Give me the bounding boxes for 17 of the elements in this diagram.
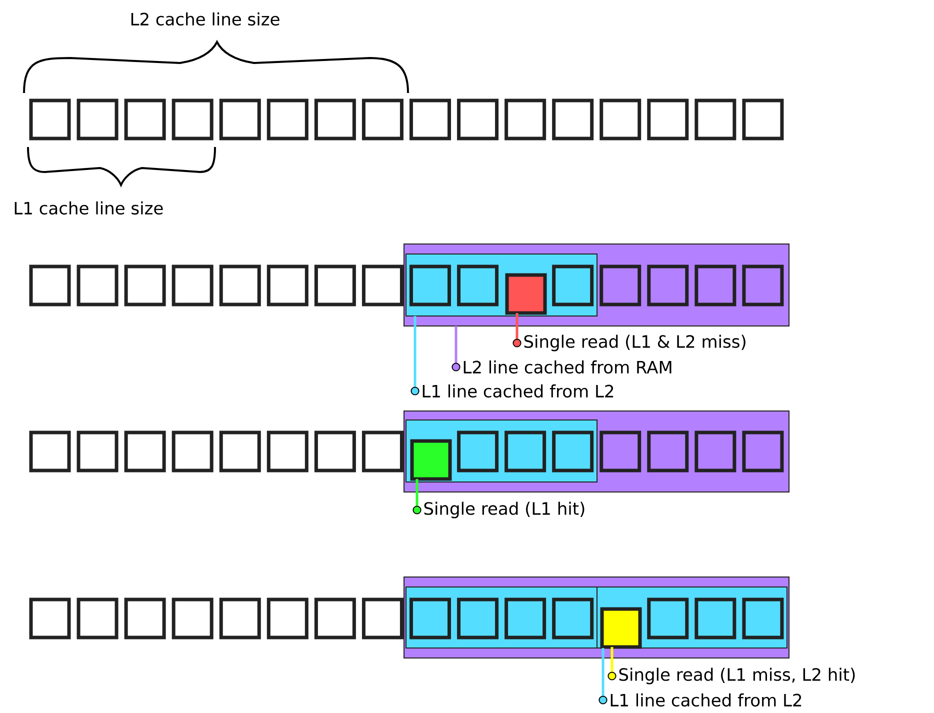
highlighted-cell	[410, 439, 452, 481]
leader-line	[412, 479, 422, 514]
leader-line	[410, 316, 420, 396]
callout-text: Single read (L1 & L2 miss)	[524, 334, 746, 352]
leader-line	[598, 648, 608, 704]
callout-text: L1 line cached from L2	[422, 384, 614, 398]
callout-text: Single read (L1 miss, L2 hit)	[619, 668, 855, 684]
callout-text: Single read (L1 hit)	[424, 502, 584, 518]
brace-label: L2 cache line size	[131, 12, 280, 26]
leader-line	[512, 313, 522, 348]
callout-text: L1 line cached from L2	[610, 693, 802, 707]
brace-label: L1 cache line size	[14, 201, 163, 215]
leader-line	[608, 647, 616, 680]
highlighted-cell	[505, 273, 547, 315]
highlighted-cell	[600, 607, 642, 649]
leader-line	[452, 326, 460, 372]
callout-text: L2 line cached from RAM	[464, 360, 672, 374]
